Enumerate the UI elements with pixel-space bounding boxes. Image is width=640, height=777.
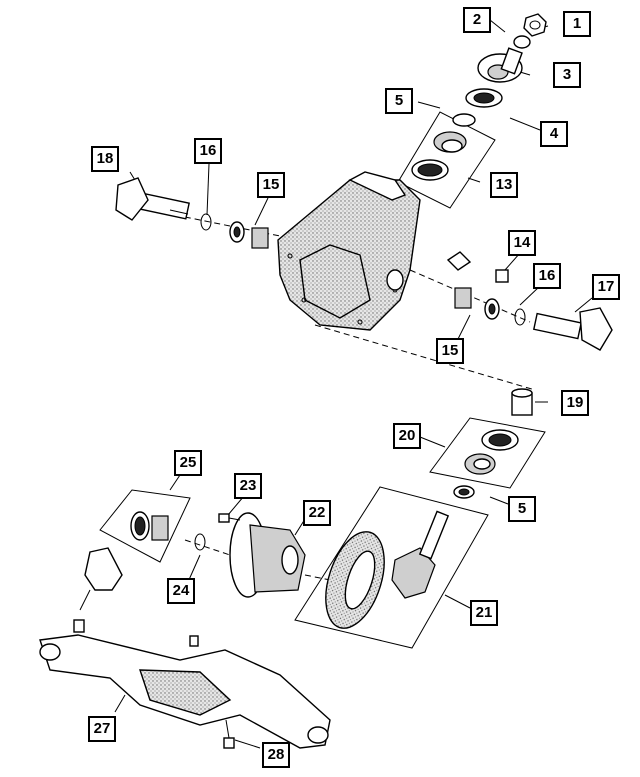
pinion-yoke-flange [477, 47, 523, 83]
leader-lines [114, 19, 593, 749]
pinion-seal [465, 88, 503, 108]
differential-case [229, 512, 306, 598]
callout-1: 1 [563, 11, 591, 37]
shim-lower [453, 485, 475, 499]
callout-15-right: 15 [436, 338, 464, 364]
callout-19: 19 [561, 390, 589, 416]
snap-ring-right [514, 308, 526, 326]
ring-and-pinion [325, 510, 450, 629]
callout-4: 4 [540, 121, 568, 147]
pinion-nut [523, 13, 547, 37]
callout-25: 25 [174, 450, 202, 476]
bearing-group-box-25 [99, 489, 191, 563]
callout-5-lower: 5 [508, 496, 536, 522]
callout-22: 22 [303, 500, 331, 526]
snap-ring-left [200, 213, 212, 231]
crossmember [39, 634, 331, 749]
shim-ring [194, 533, 206, 551]
carrier-bearing-25 [130, 511, 169, 541]
case-bolt [218, 513, 241, 523]
callout-16-right: 16 [533, 263, 561, 289]
callout-28: 28 [262, 742, 290, 768]
callout-23: 23 [234, 473, 262, 499]
callout-21: 21 [470, 600, 498, 626]
pinion-washer [513, 35, 531, 49]
ring-pinion-gear-box-21 [294, 486, 489, 649]
bearing-cup-group-box-13 [397, 111, 496, 209]
bearing-cap [73, 547, 123, 633]
callout-3: 3 [553, 62, 581, 88]
callout-15-left: 15 [257, 172, 285, 198]
callout-20: 20 [393, 423, 421, 449]
callout-5-top: 5 [385, 88, 413, 114]
crossmember-bolt [223, 719, 235, 749]
axle-seal-bearing-left [229, 221, 269, 249]
axle-shaft-right [532, 307, 613, 351]
differential-housing [277, 171, 421, 331]
bearing-group-box-20 [429, 417, 546, 489]
callout-2: 2 [463, 7, 491, 33]
vent-plug [446, 251, 509, 283]
sleeve [511, 388, 533, 416]
callout-17: 17 [592, 274, 620, 300]
callout-24: 24 [167, 578, 195, 604]
callout-16-left: 16 [194, 138, 222, 164]
spacer-top [452, 113, 476, 127]
callout-14: 14 [508, 230, 536, 256]
pinion-bearing-20 [464, 429, 519, 475]
axle-shaft-left [115, 177, 190, 221]
callout-13: 13 [490, 172, 518, 198]
callout-18: 18 [91, 146, 119, 172]
axle-seal-bearing-right [454, 287, 500, 320]
callout-27: 27 [88, 716, 116, 742]
pinion-bearing-13 [411, 131, 467, 181]
